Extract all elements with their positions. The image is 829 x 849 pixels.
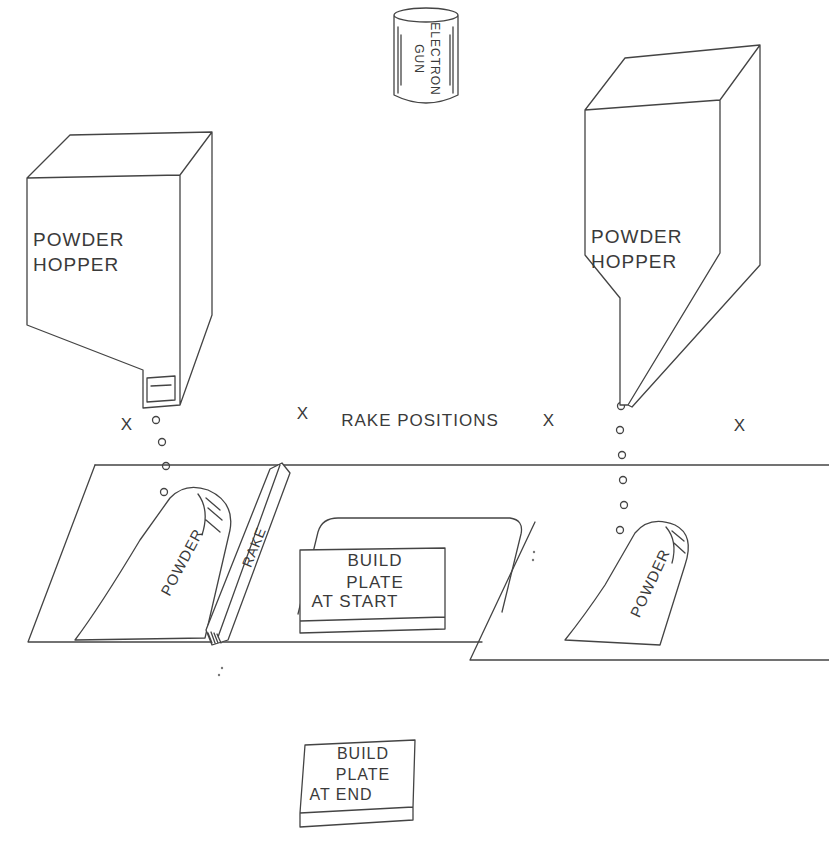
part-label: BUILD PLATE	[325, 550, 425, 594]
powder-pile-outline	[560, 515, 710, 650]
powder-stream	[617, 403, 628, 534]
part-label: BUILD PLATE	[318, 744, 408, 786]
powder-pile: POWDER	[560, 515, 710, 650]
part-label: POWDER HOPPER	[591, 225, 711, 274]
electron-gun-shape	[394, 8, 458, 103]
part-label: AT START	[311, 591, 398, 613]
position-mark: X	[734, 416, 746, 436]
part-label: POWDER HOPPER	[33, 228, 153, 277]
build-plate: BUILD PLATEAT END	[295, 735, 425, 835]
powder-pile-shape	[75, 487, 231, 640]
powder-hopper: POWDER HOPPER	[25, 130, 217, 415]
right-platform	[470, 522, 829, 660]
build-plate: BUILD PLATEAT START	[295, 545, 453, 640]
powder-hopper-shape	[27, 132, 212, 408]
platform-edge	[95, 464, 829, 465]
powder-hopper-shape	[585, 45, 760, 407]
position-mark: X	[297, 404, 309, 424]
left-platform	[28, 465, 482, 642]
position-mark: X	[543, 411, 555, 431]
build-plate-shape	[300, 548, 445, 633]
part-label: ELECTRON GUN	[410, 17, 441, 101]
rake: RAKE	[200, 455, 295, 645]
powder-pile-shape	[565, 521, 688, 645]
part-label: AT END	[309, 785, 372, 806]
callout-label: RAKE POSITIONS	[341, 411, 499, 431]
build-plate-shape	[300, 740, 415, 827]
position-mark: X	[121, 415, 133, 435]
rake-shape	[206, 463, 290, 645]
electron-gun: ELECTRON GUN	[390, 5, 462, 109]
powder-hopper: POWDER HOPPER	[583, 43, 765, 413]
